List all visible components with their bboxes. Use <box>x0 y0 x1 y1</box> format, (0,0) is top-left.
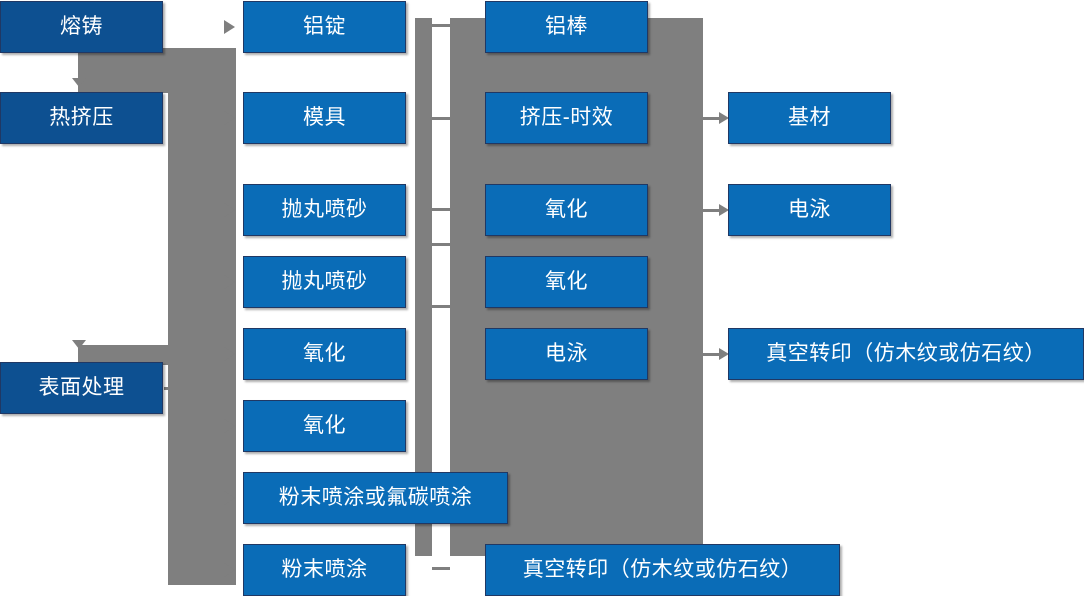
process-label-oxidation-1: 氧化 <box>303 342 346 366</box>
process-box-shot-blast-2[interactable]: 抛丸喷砂 <box>243 256 406 308</box>
process-label-shot-blast-2: 抛丸喷砂 <box>281 270 368 294</box>
connector-stub-surface-treatment <box>164 387 186 390</box>
process-label-oxidation-2: 氧化 <box>303 414 346 438</box>
stage-label-surface-treatment: 表面处理 <box>38 376 125 400</box>
secondary-box-oxidation-2[interactable]: 氧化 <box>485 256 648 308</box>
process-label-aluminum-ingot: 铝锭 <box>303 15 346 39</box>
arrow-to-vacuum-transfer-output <box>703 347 729 361</box>
output-label-electrophoresis: 电泳 <box>788 198 831 222</box>
arrowhead-to-aluminum-ingot <box>224 20 235 34</box>
process-label-powder-coating: 粉末喷涂 <box>281 558 368 582</box>
process-box-powder-or-pvdf[interactable]: 粉末喷涂或氟碳喷涂 <box>243 472 508 524</box>
stage-label-hot-extrusion: 热挤压 <box>49 106 114 130</box>
secondary-box-electrophoresis[interactable]: 电泳 <box>485 328 648 380</box>
output-label-vacuum-transfer: 真空转印（仿木纹或仿石纹） <box>766 342 1046 366</box>
arrowhead-to-mold <box>224 111 235 125</box>
output-box-base-material[interactable]: 基材 <box>728 92 891 144</box>
output-box-electrophoresis[interactable]: 电泳 <box>728 184 891 236</box>
tie-line-aluminum-bar <box>432 24 450 27</box>
arrow-to-electrophoresis-output <box>703 203 729 217</box>
secondary-label-aluminum-bar: 铝棒 <box>545 15 588 39</box>
process-box-mold[interactable]: 模具 <box>243 92 406 144</box>
stage-box-hot-extrusion[interactable]: 热挤压 <box>0 92 163 144</box>
secondary-label-oxidation-1: 氧化 <box>545 198 588 222</box>
process-box-oxidation-2[interactable]: 氧化 <box>243 400 406 452</box>
secondary-label-vacuum-transfer: 真空转印（仿木纹或仿石纹） <box>522 558 803 582</box>
secondary-box-aluminum-bar[interactable]: 铝棒 <box>485 1 648 53</box>
arrow-to-base-material <box>703 111 729 125</box>
process-box-aluminum-ingot[interactable]: 铝锭 <box>243 1 406 53</box>
process-label-powder-or-pvdf: 粉末喷涂或氟碳喷涂 <box>278 486 473 510</box>
arrowhead-to-powder-coating <box>224 563 235 577</box>
stage-label-melt-cast: 熔铸 <box>60 15 103 39</box>
output-label-base-material: 基材 <box>788 106 831 130</box>
secondary-box-oxidation-1[interactable]: 氧化 <box>485 184 648 236</box>
connector-bar-process-side <box>415 18 432 556</box>
secondary-box-extrusion-aging[interactable]: 挤压-时效 <box>485 92 648 144</box>
process-box-shot-blast-1[interactable]: 抛丸喷砂 <box>243 184 406 236</box>
tie-line-oxidation-1 <box>432 208 450 211</box>
arrow-melt-to-extrusion <box>72 78 86 87</box>
secondary-box-vacuum-transfer[interactable]: 真空转印（仿木纹或仿石纹） <box>485 544 840 596</box>
arrowhead-to-powder-or-pvdf <box>224 491 235 505</box>
process-label-mold: 模具 <box>303 106 346 130</box>
secondary-label-extrusion-aging: 挤压-时效 <box>519 106 614 130</box>
arrowhead-to-shot-blast-2 <box>224 275 235 289</box>
stage-box-melt-cast[interactable]: 熔铸 <box>0 1 163 53</box>
process-box-powder-coating[interactable]: 粉末喷涂 <box>243 544 406 596</box>
tie-line-extrusion-aging <box>432 117 450 120</box>
process-label-shot-blast-1: 抛丸喷砂 <box>281 198 368 222</box>
secondary-label-electrophoresis: 电泳 <box>545 342 588 366</box>
secondary-label-oxidation-2: 氧化 <box>545 270 588 294</box>
stage-box-surface-treatment[interactable]: 表面处理 <box>0 362 163 414</box>
arrowhead-to-oxidation-2 <box>224 419 235 433</box>
arrowhead-to-oxidation-1 <box>224 347 235 361</box>
arrowhead-to-shot-blast-1 <box>224 203 235 217</box>
tie-line-vacuum-transfer <box>432 567 450 570</box>
arrow-extrusion-to-surface <box>72 340 86 349</box>
tie-line-oxidation-2 <box>432 243 450 246</box>
process-box-oxidation-1[interactable]: 氧化 <box>243 328 406 380</box>
output-box-vacuum-transfer[interactable]: 真空转印（仿木纹或仿石纹） <box>728 328 1084 380</box>
tie-line-electrophoresis <box>432 305 450 308</box>
